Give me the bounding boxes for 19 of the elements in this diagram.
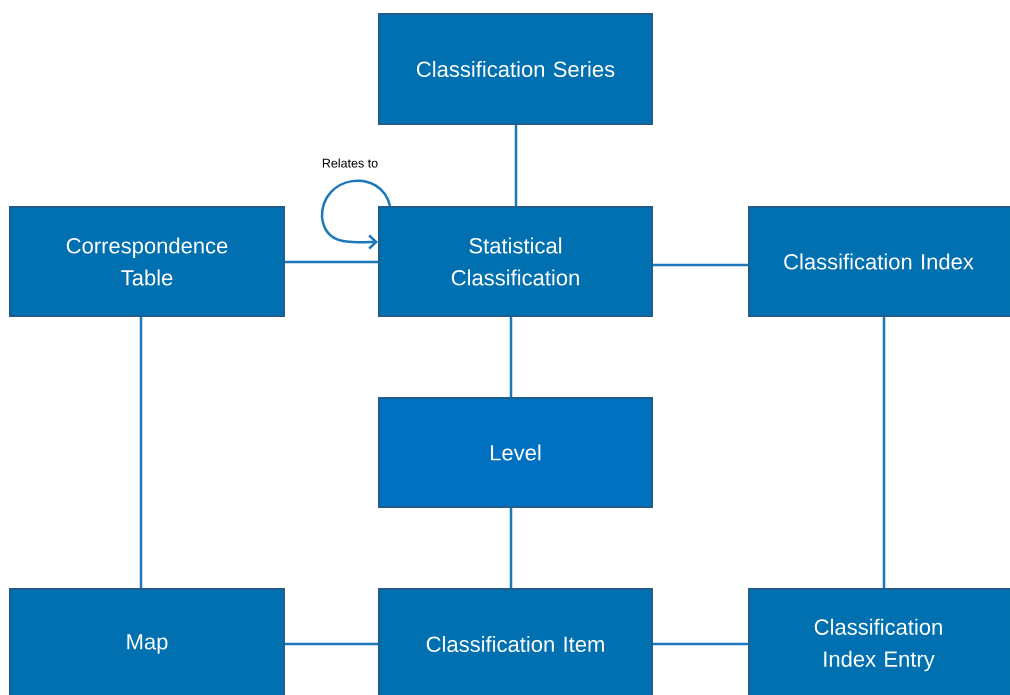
connector-line <box>285 642 378 646</box>
connector-line <box>509 508 513 588</box>
connector-line <box>653 263 748 267</box>
edge-label: Relates to <box>320 157 380 169</box>
connector-line <box>653 642 748 646</box>
box: Classification Series <box>378 13 653 125</box>
box: Classification Item <box>378 588 653 695</box>
box: Level <box>378 397 653 508</box>
connector-line <box>139 317 143 588</box>
connector-line <box>509 317 513 397</box>
connector-line <box>285 260 378 264</box>
box: Classification Index <box>748 206 1010 317</box>
box: Correspondence Table <box>9 206 285 317</box>
connector-line <box>514 125 518 206</box>
box: Classification Index Entry <box>748 588 1010 695</box>
box: Statistical Classification <box>378 206 653 317</box>
loop-arrow <box>320 179 392 250</box>
connector-line <box>882 317 886 588</box>
box: Map <box>9 588 285 695</box>
